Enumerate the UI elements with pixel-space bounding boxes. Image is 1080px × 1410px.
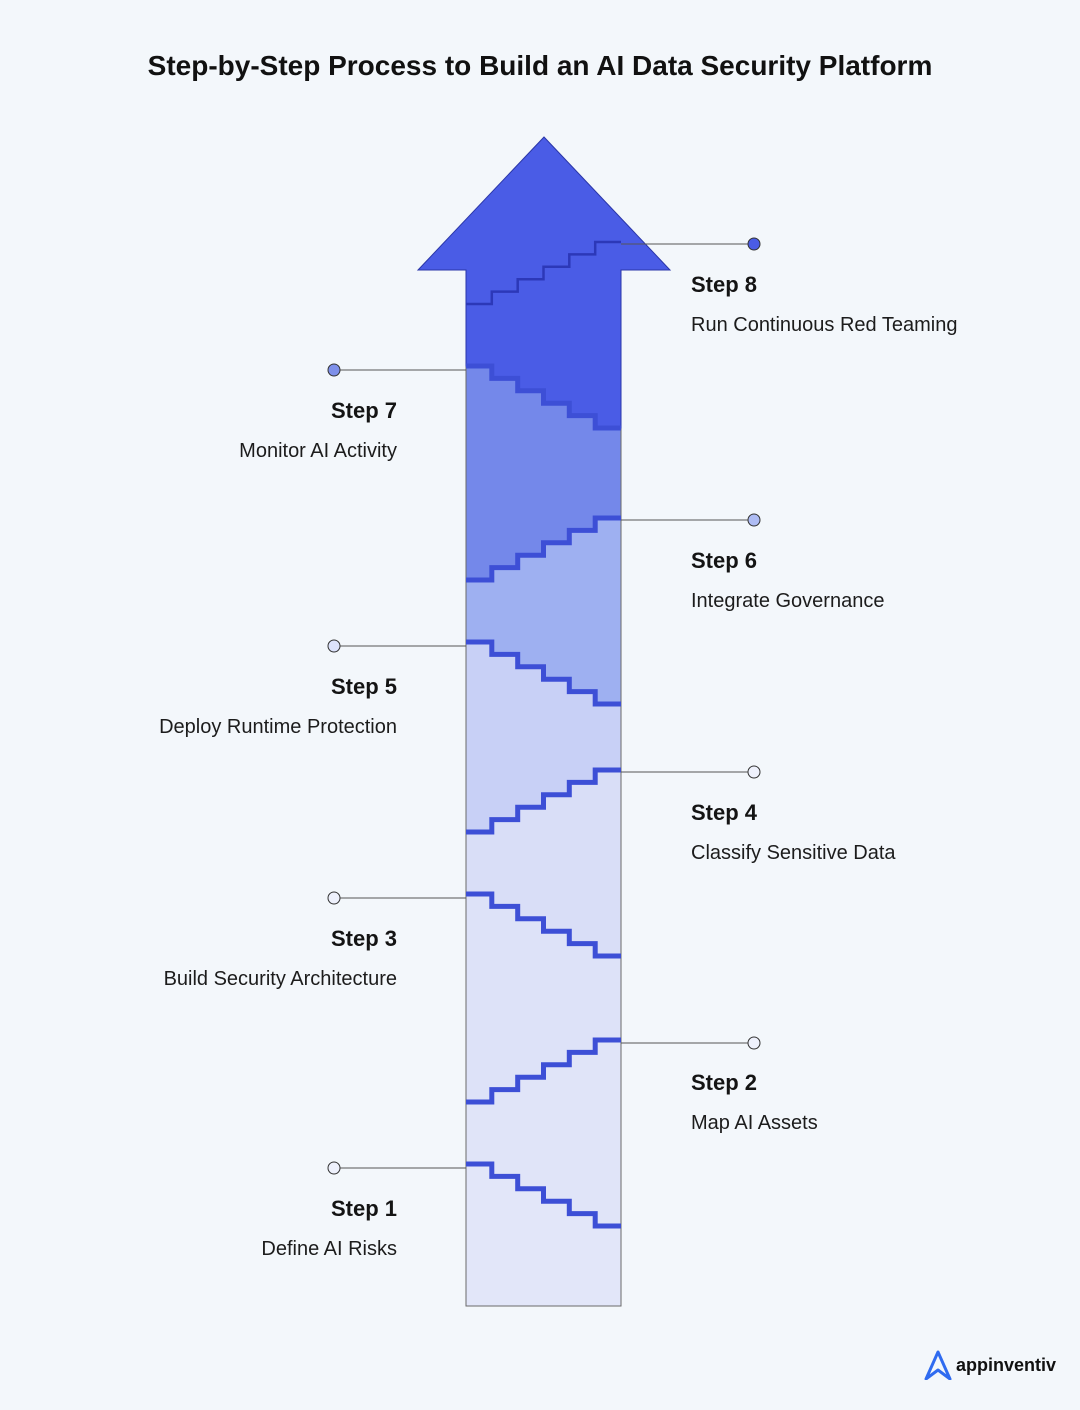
step-title: Step 4: [691, 800, 758, 825]
connector-dot-step-6: [747, 513, 761, 527]
connector-dot-step-1: [327, 1161, 341, 1175]
stair-divider-7: [466, 363, 621, 431]
step-description: Monitor AI Activity: [239, 440, 397, 462]
stair-divider-1: [466, 1161, 621, 1229]
step-description: Build Security Architecture: [163, 968, 397, 990]
step-title: Step 5: [330, 674, 397, 699]
connector-dot-step-2: [747, 1036, 761, 1050]
connector-dot-step-7: [327, 363, 341, 377]
step-description: Classify Sensitive Data: [691, 842, 896, 864]
connector-dot-step-5: [327, 639, 341, 653]
step-title: Step 1: [330, 1196, 397, 1221]
step-6-label: Step 6 Integrate Governance: [691, 548, 884, 613]
step-7-label: Step 7 Monitor AI Activity: [239, 398, 397, 463]
step-4-label: Step 4 Classify Sensitive Data: [691, 800, 896, 865]
step-description: Define AI Risks: [261, 1238, 397, 1260]
connector-dot-step-4: [747, 765, 761, 779]
step-2-label: Step 2 Map AI Assets: [691, 1070, 818, 1135]
stair-divider-5: [466, 639, 621, 707]
step-1-label: Step 1 Define AI Risks: [261, 1196, 397, 1261]
stair-divider-6: [466, 515, 621, 583]
stair-divider-4: [466, 767, 621, 835]
step-title: Step 2: [691, 1070, 758, 1095]
appinventiv-logo-icon: [924, 1350, 952, 1380]
stair-divider-3: [466, 891, 621, 959]
step-title: Step 6: [691, 548, 758, 573]
page-title: Step-by-Step Process to Build an AI Data…: [147, 50, 933, 81]
stair-divider-2: [466, 1037, 621, 1105]
connector-dot-step-3: [327, 891, 341, 905]
step-description: Deploy Runtime Protection: [159, 716, 397, 738]
brand-logo: appinventiv: [924, 1350, 1056, 1380]
brand-name: appinventiv: [955, 1354, 1056, 1375]
stair-divider-top: [466, 240, 621, 306]
step-title: Step 3: [330, 926, 397, 951]
step-5-label: Step 5 Deploy Runtime Protection: [159, 674, 397, 739]
connector-dot-step-8: [747, 237, 761, 251]
step-title: Step 8: [691, 272, 758, 297]
step-description: Run Continuous Red Teaming: [691, 314, 958, 336]
step-description: Map AI Assets: [691, 1112, 818, 1134]
step-description: Integrate Governance: [691, 590, 885, 612]
step-8-label: Step 8 Run Continuous Red Teaming: [691, 272, 957, 337]
step-8-section: [416, 136, 672, 429]
step-3-label: Step 3 Build Security Architecture: [164, 926, 397, 991]
step-title: Step 7: [330, 398, 397, 423]
